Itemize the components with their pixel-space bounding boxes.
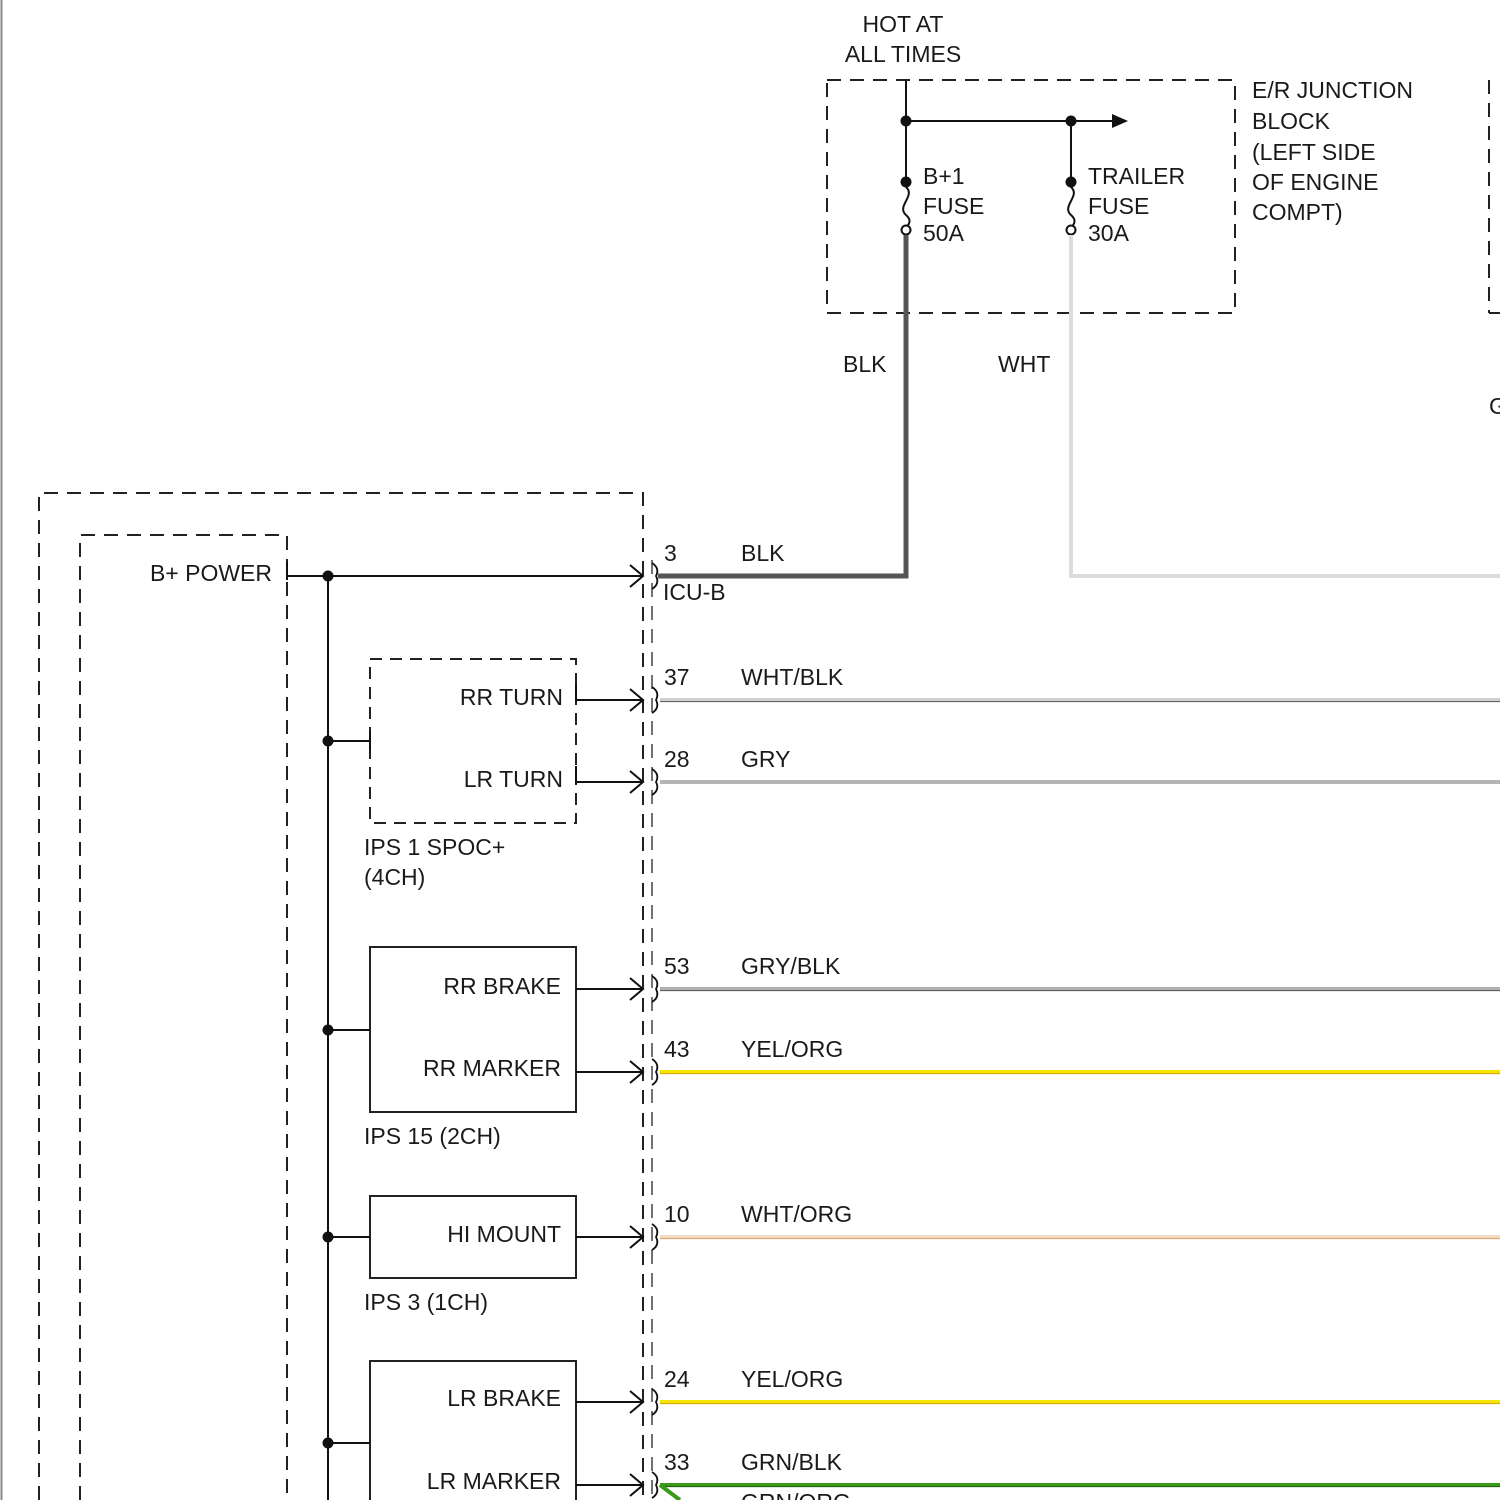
pin-number: 43 [664,1036,690,1062]
power-node [323,571,334,582]
ips1-output-lr-turn: LR TURN [464,766,563,792]
ips3-caption: IPS 3 (1CH) [364,1289,488,1315]
fuse-trailer-icon [1068,187,1074,229]
fuse-b1-terminal-bottom [902,226,911,235]
pin-wire-color: WHT/BLK [741,664,844,690]
pin-wire-color: YEL/ORG [741,1036,843,1062]
pin-cavity-icon [652,1472,657,1498]
ips1-caption-1: IPS 1 SPOC+ [364,834,505,860]
pin-number: 24 [664,1366,690,1392]
junction-block-label-3: (LEFT SIDE [1252,139,1376,165]
junction-block-box [827,80,1235,313]
hot-label-line2: ALL TIMES [845,41,961,67]
junction-block-label-2: BLOCK [1252,108,1331,134]
wire-33-drop [660,1485,680,1500]
pin-wire-color: GRY [741,746,790,772]
pin-wire-color: GRN/BLK [741,1449,843,1475]
pin-cavity-icon [652,1389,657,1415]
bus-node-1 [901,116,912,127]
fuse-trailer-label-3: 30A [1088,220,1130,246]
pin-cavity-icon [652,769,657,795]
fuse-b1-label-1: B+1 [923,163,965,189]
lr-output-marker: LR MARKER [427,1468,561,1494]
fuse-b1-terminal-top [901,177,912,188]
ips15-output-rr-brake: RR BRAKE [443,973,561,999]
fuse-trailer-terminal-bottom [1067,226,1076,235]
pin-number: 37 [664,664,690,690]
edge-fragment-text: G [1489,393,1500,419]
ips15-node [323,1025,334,1036]
ips15-output-rr-marker: RR MARKER [423,1055,561,1081]
power-label: B+ POWER [150,560,272,586]
ips3-node [323,1232,334,1243]
pin-number: 28 [664,746,690,772]
pin-cavity-icon [652,687,657,713]
junction-block-label-4: OF ENGINE [1252,169,1379,195]
pin-number: 53 [664,953,690,979]
wht-feed-label: WHT [998,351,1050,377]
ips1-caption-2: (4CH) [364,864,425,890]
pin-wire-color: WHT/ORG [741,1201,852,1227]
ips3-output-hi-mount: HI MOUNT [447,1221,561,1247]
ips15-caption: IPS 15 (2CH) [364,1123,501,1149]
pin-number: 10 [664,1201,690,1227]
partial-wire-label: GRN/ORG [741,1489,851,1500]
ips1-node [323,736,334,747]
fuse-b1-label-2: FUSE [923,193,984,219]
junction-block-label-5: COMPT) [1252,199,1343,225]
module-inner-box [80,535,287,1500]
blk-feed-wire [658,235,906,576]
lr-node [323,1438,334,1449]
connector-name: ICU-B [663,579,726,605]
fuse-trailer-label-1: TRAILER [1088,163,1185,189]
ips1-output-rr-turn: RR TURN [460,684,563,710]
blk-feed-label: BLK [843,351,887,377]
pin-wire-color: YEL/ORG [741,1366,843,1392]
pin-wire-color: GRY/BLK [741,953,841,979]
pin-number: 33 [664,1449,690,1475]
pin-wire-color: BLK [741,540,785,566]
wht-feed-wire [1071,235,1500,576]
hot-label-line1: HOT AT [863,11,944,37]
fuse-trailer-label-2: FUSE [1088,193,1149,219]
pin-cavity-icon [652,563,657,589]
junction-block-label-1: E/R JUNCTION [1252,77,1413,103]
bus-arrow-icon [1112,114,1128,128]
ips15-box [370,947,576,1112]
fuse-b1-label-3: 50A [923,220,965,246]
fuse-trailer-terminal-top [1066,177,1077,188]
pin-cavity-icon [652,976,657,1002]
lr-output-brake: LR BRAKE [447,1385,561,1411]
fuse-b1-icon [903,187,909,229]
pin-cavity-icon [652,1059,657,1085]
pin-number: 3 [664,540,677,566]
pin-cavity-icon [652,1224,657,1250]
